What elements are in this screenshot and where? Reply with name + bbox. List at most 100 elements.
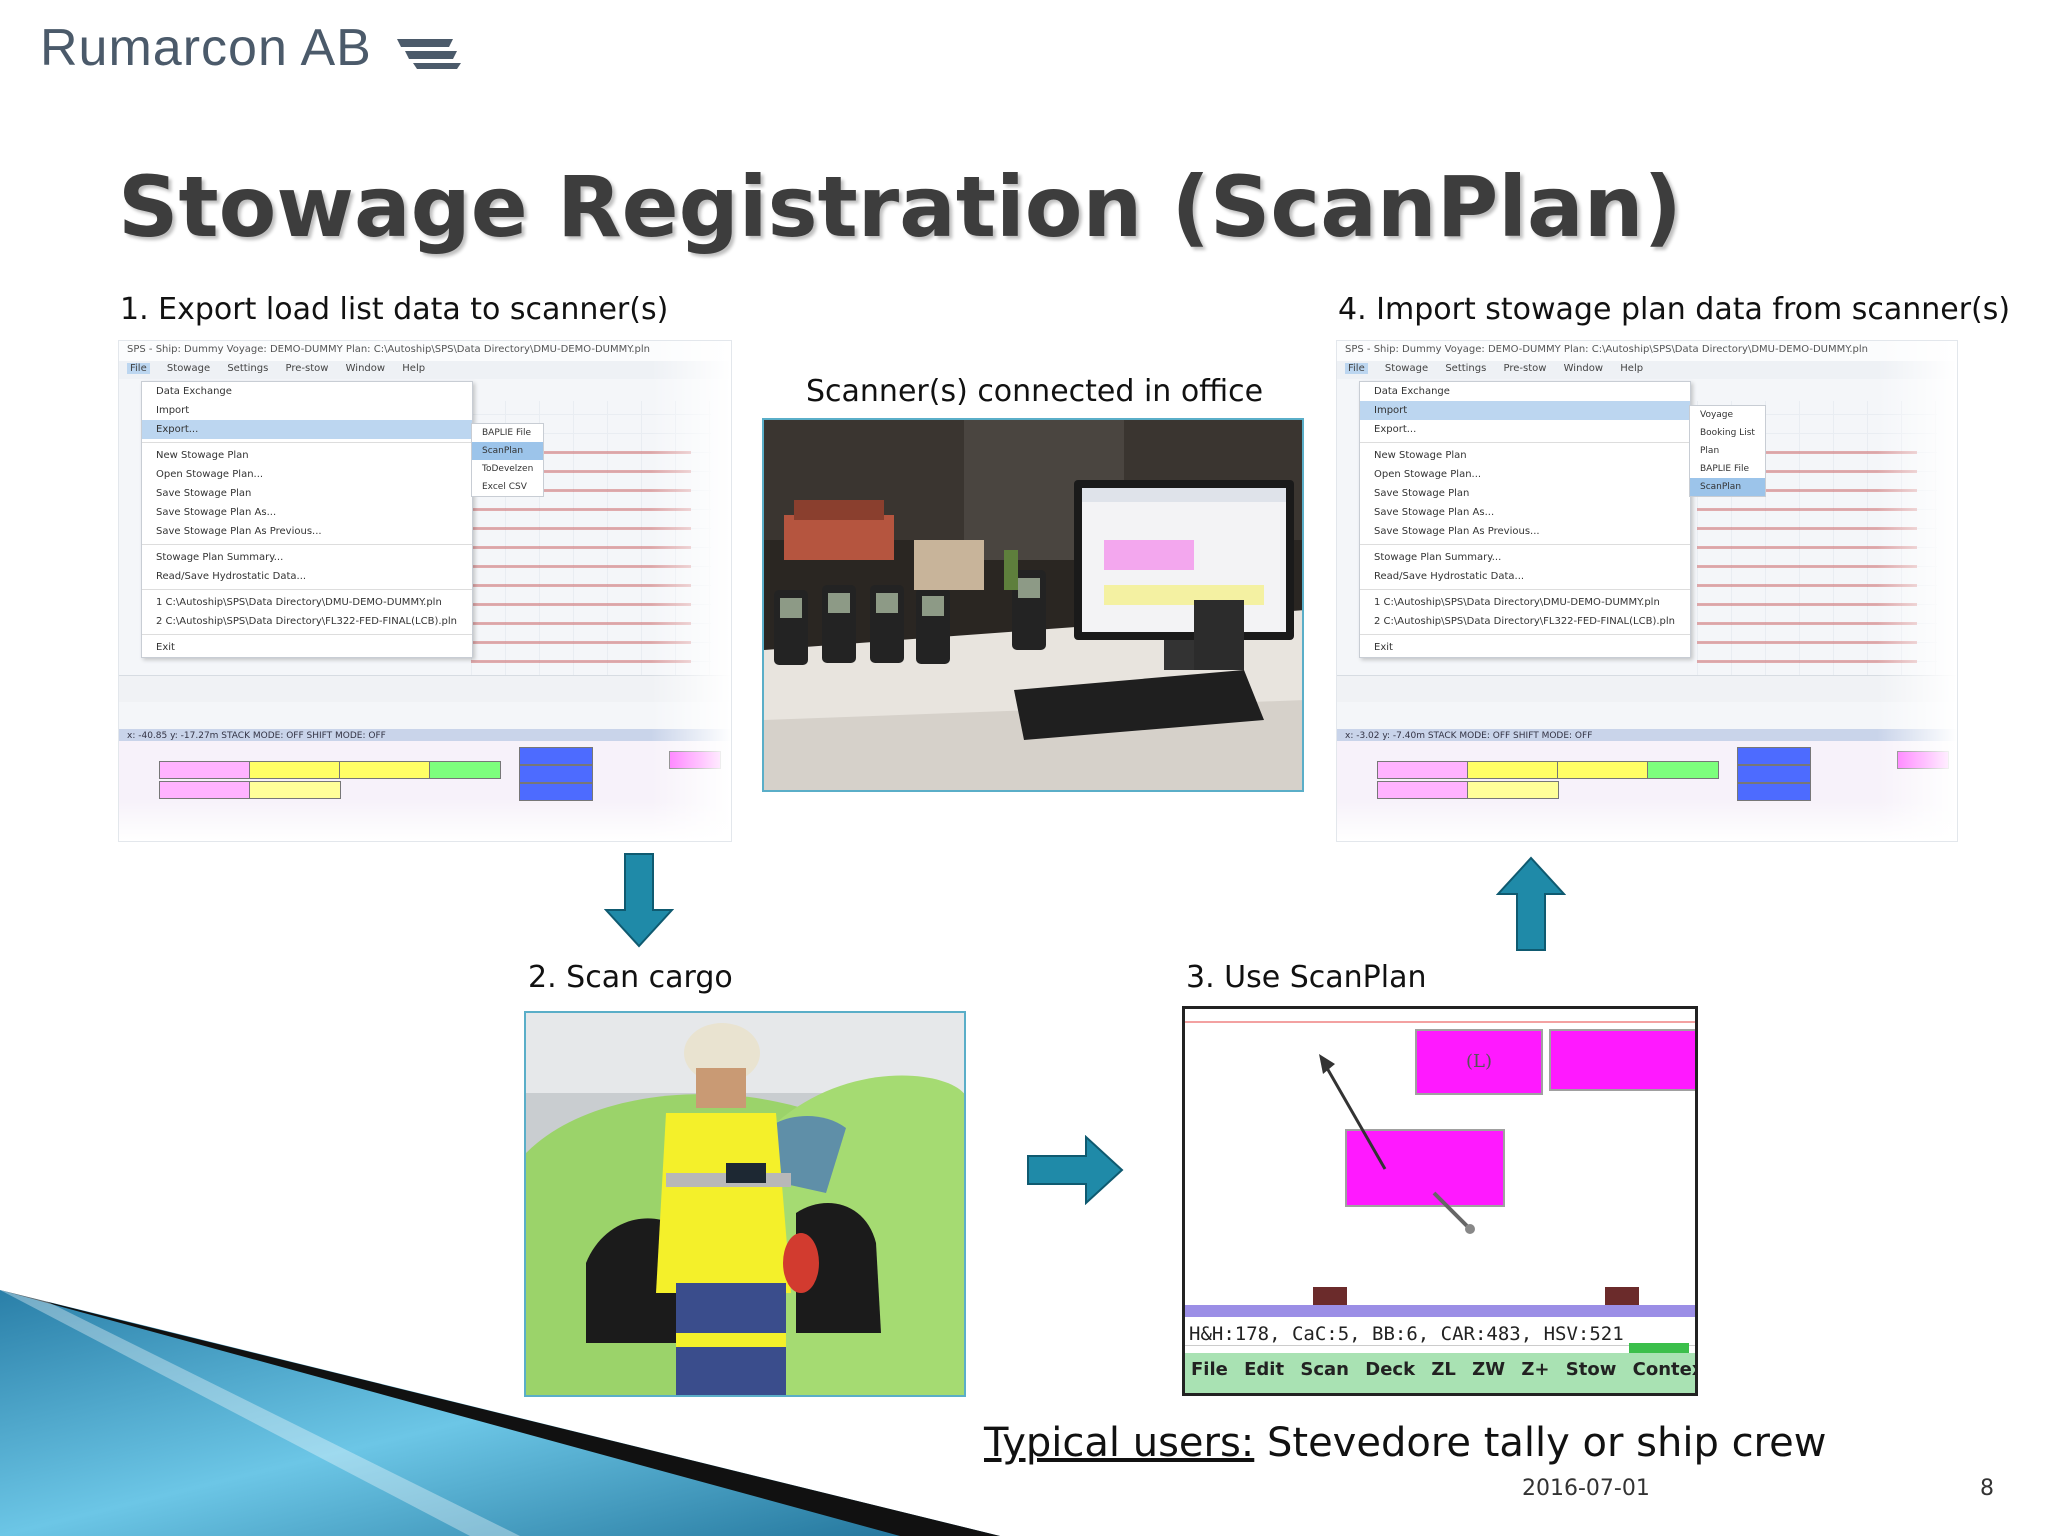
submenu-item[interactable]: Voyage [1700,410,1734,420]
menu-separator [1360,589,1690,590]
scanplan-lane-box[interactable]: (L) [1415,1029,1543,1095]
scanplan-cargo-box[interactable] [1345,1129,1505,1207]
typical-users-text: Stevedore tally or ship crew [1254,1420,1827,1466]
menu-item[interactable]: Data Exchange [156,386,232,397]
sp-menu-zplus[interactable]: Z+ [1521,1359,1550,1380]
menu-separator [1360,544,1690,545]
menu-item[interactable]: Import [156,405,190,416]
menu-item[interactable]: New Stowage Plan [1374,450,1467,461]
submenu-item[interactable]: BAPLIE File [482,428,532,438]
step2-caption: 2. Scan cargo [528,960,733,995]
menu-separator [1360,442,1690,443]
export-titlebar: SPS - Ship: Dummy Voyage: DEMO-DUMMY Pla… [119,341,731,361]
menu-settings[interactable]: Settings [227,363,269,374]
import-file-menu: Data Exchange Import Export... New Stowa… [1359,381,1691,658]
menu-settings[interactable]: Settings [1445,363,1487,374]
export-menubar: File Stowage Settings Pre-stow Window He… [119,361,731,379]
submenu-item-scanplan[interactable]: ScanPlan [472,442,544,460]
slide-title: Stowage Registration (ScanPlan) [118,158,1682,256]
menu-window[interactable]: Window [1563,363,1604,374]
step4-caption: 4. Import stowage plan data from scanner… [1338,292,2011,327]
menu-help[interactable]: Help [402,363,426,374]
menu-item[interactable]: Exit [1374,642,1393,653]
menu-window[interactable]: Window [345,363,386,374]
sp-menu-scan[interactable]: Scan [1300,1359,1349,1380]
scanplan-screen: (L) H&H:178, CaC:5, BB:6, CAR:483, HSV:5… [1182,1006,1698,1396]
menu-stowage[interactable]: Stowage [1384,363,1429,374]
arrow-down-icon [604,853,674,948]
menu-item-import[interactable]: Import [1360,401,1690,420]
menu-item[interactable]: Save Stowage Plan As... [1374,507,1495,518]
scan-cargo-photo [524,1011,966,1397]
menu-item[interactable]: Save Stowage Plan As... [156,507,277,518]
submenu-item[interactable]: Booking List [1700,428,1755,438]
office-scene-image [764,420,1302,790]
scanplan-menubar: File Edit Scan Deck ZL ZW Z+ Stow Contex… [1185,1353,1695,1393]
menu-file[interactable]: File [127,363,150,374]
sp-menu-edit[interactable]: Edit [1244,1359,1285,1380]
arrow-up-icon [1496,856,1566,951]
scanplan-marker-right [1605,1287,1639,1305]
menu-prestow[interactable]: Pre-stow [285,363,329,374]
scanplan-deck-line [1185,1305,1695,1317]
logo-text: Rumarcon AB [40,19,372,77]
step3-caption: 3. Use ScanPlan [1186,960,1427,995]
sp-menu-deck[interactable]: Deck [1365,1359,1416,1380]
menu-item[interactable]: Save Stowage Plan As Previous... [1374,526,1540,537]
menu-item[interactable]: Stowage Plan Summary... [156,552,284,563]
sp-menu-stow[interactable]: Stow [1565,1359,1617,1380]
sp-menu-zl[interactable]: ZL [1431,1359,1456,1380]
office-caption: Scanner(s) connected in office [806,374,1264,409]
menu-item-export[interactable]: Export... [142,420,472,439]
menu-separator [142,442,472,443]
import-app-screenshot: SPS - Ship: Dummy Voyage: DEMO-DUMMY Pla… [1336,340,1958,842]
menu-prestow[interactable]: Pre-stow [1503,363,1547,374]
scanplan-status: H&H:178, CaC:5, BB:6, CAR:483, HSV:521 [1189,1323,1624,1345]
import-toolbar [1337,675,1957,702]
export-file-menu: Data Exchange Import Export... New Stowa… [141,381,473,658]
typical-users-label: Typical users: [984,1420,1255,1466]
menu-item[interactable]: New Stowage Plan [156,450,249,461]
menu-item[interactable]: 1 C:\Autoship\SPS\Data Directory\DMU-DEM… [156,597,442,608]
submenu-item[interactable]: Excel CSV [482,482,527,492]
logo-mark-icon [397,39,462,70]
menu-item[interactable]: 1 C:\Autoship\SPS\Data Directory\DMU-DEM… [1374,597,1660,608]
menu-item[interactable]: 2 C:\Autoship\SPS\Data Directory\FL322-F… [156,616,457,627]
menu-item[interactable]: Save Stowage Plan [1374,488,1470,499]
submenu-item[interactable]: ToDevelzen [482,464,534,474]
import-submenu: Voyage Booking List Plan BAPLIE File Sca… [1689,405,1766,497]
menu-stowage[interactable]: Stowage [166,363,211,374]
menu-item[interactable]: Data Exchange [1374,386,1450,397]
menu-item[interactable]: Read/Save Hydrostatic Data... [1374,571,1525,582]
menu-item[interactable]: Export... [1374,424,1417,435]
menu-item[interactable]: Open Stowage Plan... [1374,469,1482,480]
scanplan-lane-box-2[interactable] [1549,1029,1695,1091]
menu-separator [142,589,472,590]
menu-item[interactable]: Save Stowage Plan As Previous... [156,526,322,537]
sp-menu-file[interactable]: File [1191,1359,1228,1380]
typical-users: Typical users: Stevedore tally or ship c… [984,1420,1826,1466]
submenu-item[interactable]: BAPLIE File [1700,464,1750,474]
sp-menu-context[interactable]: Context [1632,1359,1695,1380]
menu-separator [142,634,472,635]
menu-item[interactable]: 2 C:\Autoship\SPS\Data Directory\FL322-F… [1374,616,1675,627]
import-menubar: File Stowage Settings Pre-stow Window He… [1337,361,1957,379]
submenu-item[interactable]: Plan [1700,446,1720,456]
scanplan-marker-left [1313,1287,1347,1305]
menu-item[interactable]: Save Stowage Plan [156,488,252,499]
menu-help[interactable]: Help [1620,363,1644,374]
menu-item[interactable]: Exit [156,642,175,653]
menu-item[interactable]: Open Stowage Plan... [156,469,264,480]
export-app-screenshot: SPS - Ship: Dummy Voyage: DEMO-DUMMY Pla… [118,340,732,842]
step1-caption: 1. Export load list data to scanner(s) [120,292,669,327]
menu-item[interactable]: Read/Save Hydrostatic Data... [156,571,307,582]
menu-file[interactable]: File [1345,363,1368,374]
page-number: 8 [1980,1476,1994,1501]
import-titlebar: SPS - Ship: Dummy Voyage: DEMO-DUMMY Pla… [1337,341,1957,361]
submenu-item-scanplan[interactable]: ScanPlan [1690,478,1765,496]
scanplan-top-rule [1185,1021,1695,1023]
scan-cargo-scene-image [526,1013,964,1395]
menu-item[interactable]: Stowage Plan Summary... [1374,552,1502,563]
sp-menu-zw[interactable]: ZW [1472,1359,1506,1380]
arrow-right-icon [1027,1135,1124,1205]
